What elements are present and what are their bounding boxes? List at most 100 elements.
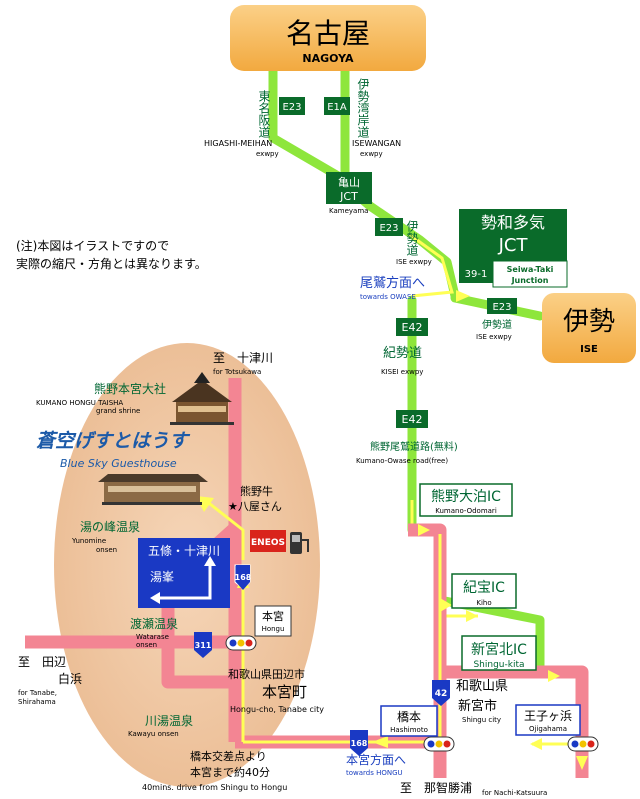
kisei-jp: 紀勢道	[383, 346, 422, 361]
owase-dir-jp: 尾鷲方面へ	[360, 275, 425, 291]
kumano-owase-jp: 熊野尾鷲道路(無料)	[370, 440, 458, 453]
e42-shield-1: E42	[396, 318, 428, 336]
svg-text:Hashimoto: Hashimoto	[390, 726, 428, 734]
ise-exwpy2-jp: 伊勢道	[482, 318, 512, 331]
shingu-jp1: 和歌山県	[456, 679, 508, 694]
hongucho-jp1: 和歌山県田辺市	[228, 667, 305, 681]
kumanogyu-1: 熊野牛	[240, 484, 273, 498]
ise-exwpy-jp: 伊勢道	[405, 220, 419, 256]
nachi-en: for Nachi-Katsuura	[482, 789, 547, 797]
ise-city: 伊勢 ISE	[542, 293, 636, 363]
guesthouse-icon	[98, 474, 208, 505]
ise-exwpy-en: ISE exwpy	[396, 258, 432, 266]
isewangan-jp: 伊勢湾岸道	[356, 78, 370, 138]
svg-text:168: 168	[235, 573, 252, 582]
nagoya-city: 名古屋 NAGOYA	[230, 5, 426, 71]
svg-text:亀山: 亀山	[338, 175, 360, 189]
drive-jp1: 橋本交差点より	[190, 749, 267, 763]
watarase-jp: 渡瀬温泉	[130, 616, 178, 631]
svg-text:五條・十津川: 五條・十津川	[148, 544, 220, 558]
svg-text:E23: E23	[379, 223, 398, 234]
kameyama-jct: 亀山 JCT	[326, 172, 372, 204]
svg-text:JCT: JCT	[498, 235, 529, 256]
shingu-en: Shingu city	[462, 716, 501, 724]
kameyama-en: Kameyama	[329, 207, 368, 215]
isewangan-en: ISEWANGAN	[352, 139, 401, 148]
svg-text:E42: E42	[402, 413, 423, 426]
watarase-en2: onsen	[136, 641, 157, 649]
svg-text:Kumano-Odomari: Kumano-Odomari	[435, 507, 497, 515]
e23-shield-3: E23	[487, 298, 517, 314]
traffic-light-hashimoto	[423, 736, 455, 752]
svg-text:勢和多気: 勢和多気	[481, 213, 545, 232]
kumano-odomari-ic: 熊野大泊IC Kumano-Odomari	[419, 483, 513, 517]
traffic-light-ojigahama	[567, 736, 599, 752]
route-42	[408, 523, 447, 665]
ise-exwpy2-en: ISE exwpy	[476, 333, 512, 341]
higashi-meihan-jp: 東名阪道	[257, 90, 271, 138]
isewangan-sub: exwpy	[360, 150, 383, 158]
svg-text:E23: E23	[282, 102, 301, 113]
hashimoto-box: 橋本 Hashimoto	[380, 705, 438, 737]
route-168b-shield: 168	[350, 730, 368, 756]
nagoya-romaji: NAGOYA	[302, 52, 354, 65]
kiho-ic: 紀宝IC Kiho	[451, 573, 517, 609]
tanabe-jp1: 至 田辺	[18, 655, 66, 669]
ise-name: 伊勢	[563, 307, 615, 337]
e23-shield-1: E23	[279, 97, 305, 115]
svg-text:E23: E23	[492, 302, 511, 313]
hongucho-jp2: 本宮町	[262, 683, 307, 701]
yunomine-en1: Yunomine	[71, 537, 106, 545]
eneos-label: ENEOS	[251, 538, 285, 548]
svg-text:熊野大泊IC: 熊野大泊IC	[431, 489, 501, 505]
yunomine-en2: onsen	[96, 546, 117, 554]
shingu-jp2: 新宮市	[458, 698, 497, 714]
totsukawa-en: for Totsukawa	[213, 368, 261, 376]
kawayu-jp: 川湯温泉	[145, 714, 193, 728]
route-311-shield: 311	[194, 632, 212, 658]
guesthouse-jp: 蒼空げすとはうす	[36, 430, 191, 452]
taisha-en1: KUMANO HONGU TAISHA	[36, 399, 123, 407]
seiwa-taki-jct: 勢和多気 JCT 39-1 Seiwa-Taki Junction	[459, 209, 568, 288]
taisha-en2: grand shrine	[96, 407, 140, 415]
svg-text:湯峯: 湯峯	[150, 570, 174, 584]
higashi-meihan-sub: exwpy	[256, 150, 279, 158]
shrine-icon	[170, 372, 234, 425]
svg-text:Kiho: Kiho	[476, 599, 491, 607]
traffic-light-hongu	[225, 635, 257, 651]
svg-text:Ojigahama: Ojigahama	[529, 725, 567, 733]
hongucho-en: Hongu-cho, Tanabe city	[230, 705, 324, 714]
svg-text:王子ヶ浜: 王子ヶ浜	[524, 709, 572, 723]
ise-romaji: ISE	[580, 344, 598, 355]
e23-shield-2: E23	[375, 218, 403, 236]
svg-text:JCT: JCT	[339, 190, 358, 203]
higashi-meihan-road	[268, 65, 350, 185]
higashi-meihan-en: HIGASHI-MEIHAN	[204, 139, 272, 148]
svg-text:新宮北IC: 新宮北IC	[471, 642, 527, 658]
hongu-dir-jp: 本宮方面へ	[346, 752, 406, 767]
ojigahama-box: 王子ヶ浜 Ojigahama	[515, 704, 581, 736]
kisei-en: KISEI exwpy	[381, 368, 423, 376]
kumano-owase-en: Kumano-Owase road(free)	[356, 457, 448, 465]
taisha-jp: 熊野本宮大社	[94, 381, 166, 396]
svg-text:紀宝IC: 紀宝IC	[463, 580, 505, 596]
watarase-en1: Watarase	[136, 633, 169, 641]
svg-text:E42: E42	[402, 321, 423, 334]
nachi-jp: 至 那智勝浦	[400, 780, 472, 795]
shingu-kita-ic: 新宮北IC Shingu-kita	[461, 635, 537, 671]
hongu-box: 本宮 Hongu	[254, 605, 292, 637]
svg-text:Seiwa-Taki: Seiwa-Taki	[507, 265, 554, 274]
drive-jp2: 本宮まで約40分	[190, 765, 270, 779]
svg-text:Shingu-kita: Shingu-kita	[473, 660, 524, 670]
svg-text:42: 42	[435, 689, 448, 699]
drive-en: 40mins. drive from Shingu to Hongu	[142, 783, 287, 792]
note-line1: (注)本図はイラストですので	[16, 238, 169, 253]
guesthouse-en: Blue Sky Guesthouse	[60, 457, 177, 470]
svg-text:橋本: 橋本	[397, 710, 421, 724]
e1a-shield: E1A	[324, 97, 350, 115]
hongu-dir-en: towards HONGU	[346, 769, 403, 777]
svg-text:E1A: E1A	[327, 102, 347, 113]
e42-shield-2: E42	[396, 410, 428, 428]
eneos-station: ENEOS	[250, 530, 309, 554]
kumanogyu-2: ★八屋さん	[228, 500, 282, 513]
